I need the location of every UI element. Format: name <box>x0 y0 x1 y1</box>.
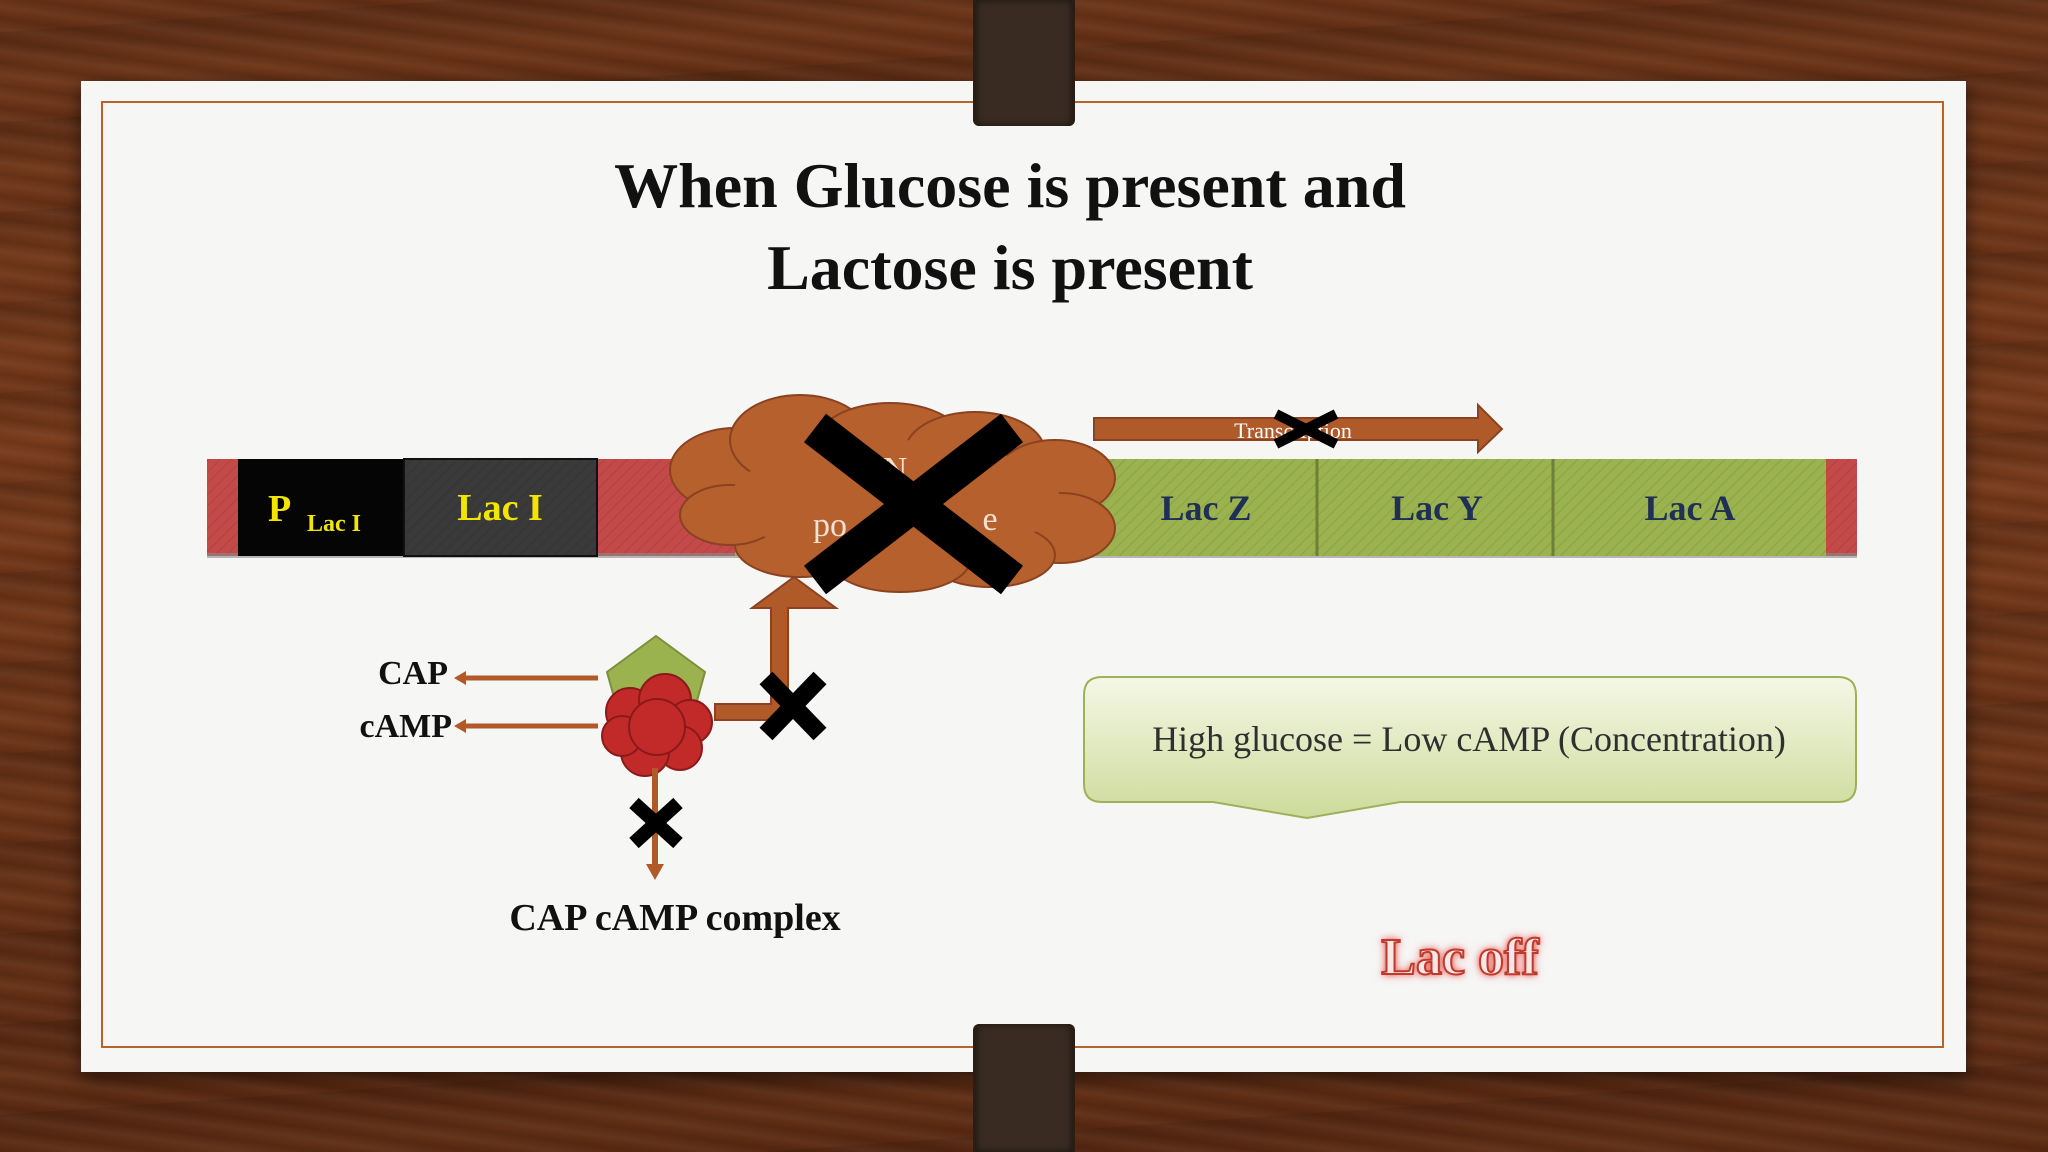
lac-a-label: Lac A <box>1644 488 1735 528</box>
title-line-1: When Glucose is present and <box>614 150 1406 221</box>
rna-pol-text-right: e <box>982 501 997 538</box>
title-line-2: Lactose is present <box>767 232 1253 303</box>
lac-off-status: Lac off <box>1380 928 1539 987</box>
activation-blocked-x-icon <box>759 671 827 741</box>
camp-pointer-arrow <box>454 719 598 733</box>
lac-i-label: Lac I <box>457 487 543 529</box>
binder-clip-bottom <box>973 1024 1075 1152</box>
promoter-label: P <box>268 488 291 530</box>
gene-lac-y: Lac Y <box>1315 459 1553 556</box>
gene-lac-z: Lac Z <box>1095 459 1317 556</box>
promoter-subscript: Lac I <box>307 511 361 537</box>
slide-title: When Glucose is present and Lactose is p… <box>400 145 1620 309</box>
lac-y-label: Lac Y <box>1391 488 1483 528</box>
complex-blocked-x-icon <box>629 797 683 849</box>
cap-label: CAP <box>378 655 448 692</box>
note-callout-text: High glucose = Low cAMP (Concentration) <box>1152 719 1786 759</box>
camp-molecule-shape <box>601 673 713 777</box>
cap-pointer-arrow <box>454 671 598 685</box>
gene-lac-a: Lac A <box>1551 459 1826 556</box>
note-callout-shape <box>1083 676 1857 820</box>
complex-label: CAP cAMP complex <box>509 897 840 939</box>
camp-label: cAMP <box>359 708 452 745</box>
promoter-p-lac-i: P Lac I <box>238 459 404 556</box>
binder-clip-top <box>973 0 1075 126</box>
transcription-blocked-x-icon <box>1273 409 1339 449</box>
rna-polymerase-blocked-x-icon <box>804 413 1023 595</box>
lac-z-label: Lac Z <box>1160 488 1251 528</box>
gene-lac-i: Lac I <box>403 458 598 557</box>
cap-to-polymerase-arrow <box>714 575 840 721</box>
